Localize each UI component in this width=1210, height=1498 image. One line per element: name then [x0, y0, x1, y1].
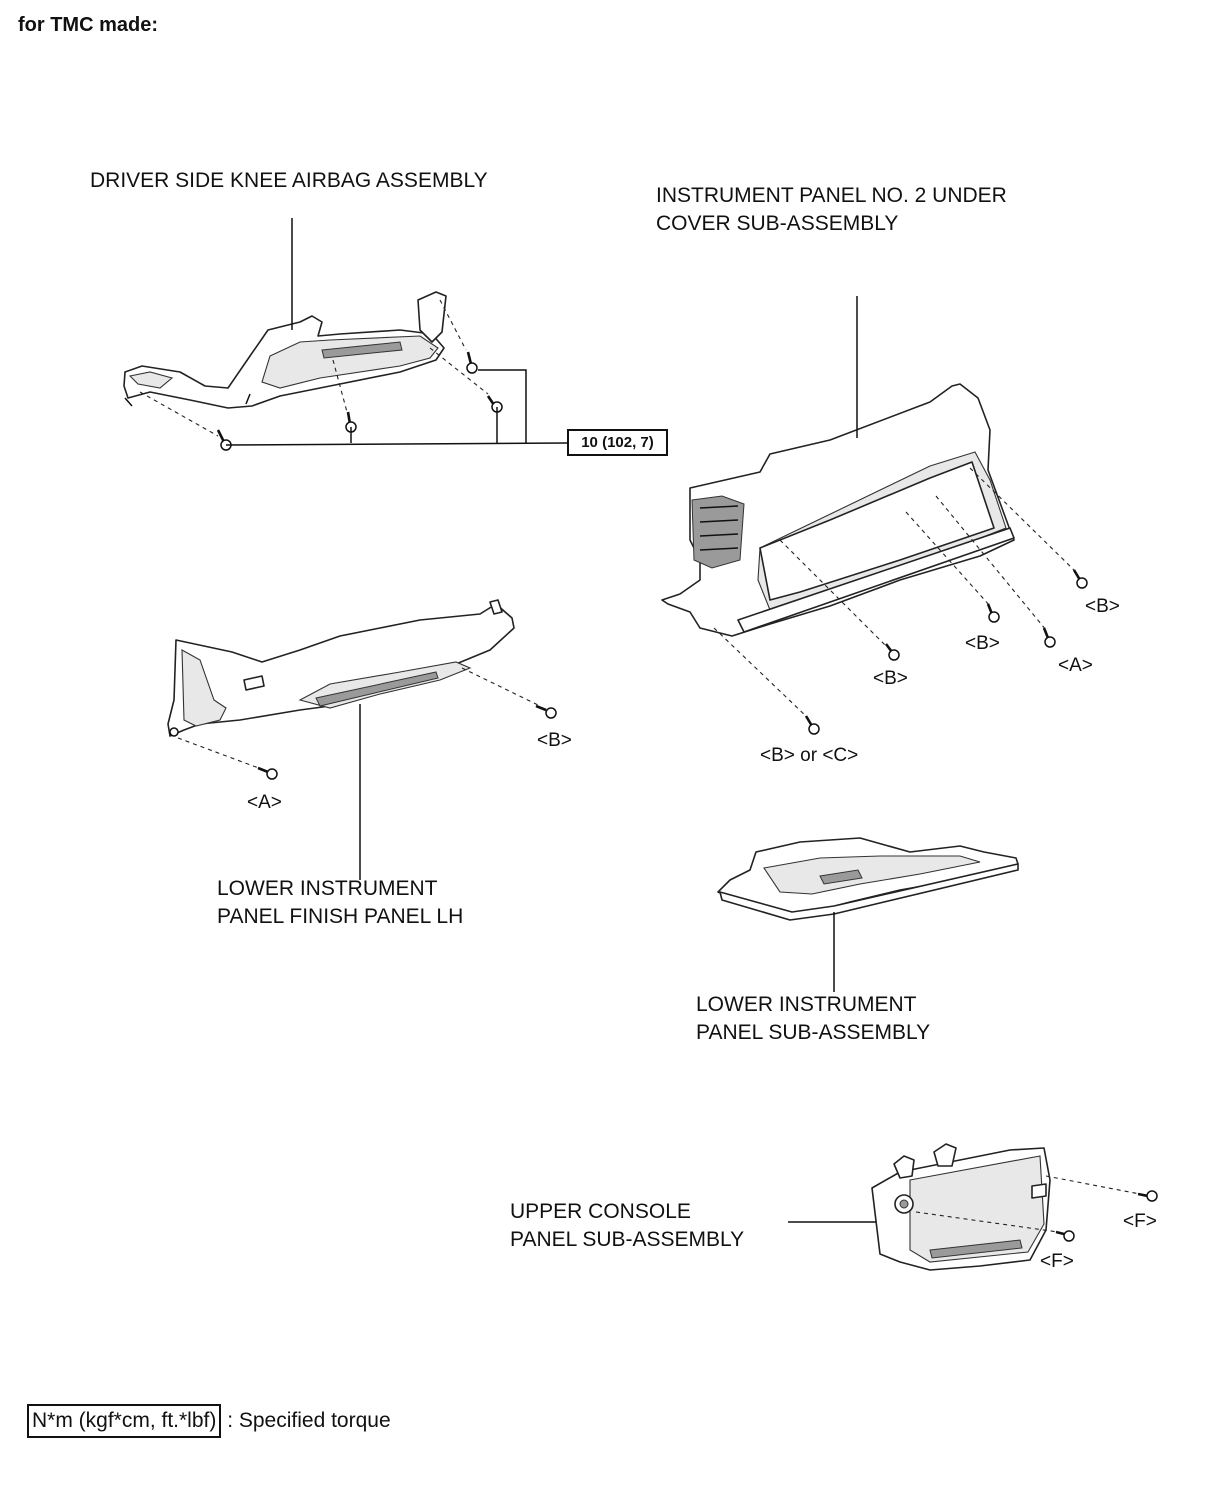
console-panel-part	[788, 1143, 1051, 1271]
label-finish-panel-line1: LOWER INSTRUMENT	[217, 877, 438, 900]
fastener-tag-a-left: <A>	[247, 792, 282, 813]
finish-panel-part	[167, 599, 515, 880]
torque-value-box: 10 (102, 7)	[567, 429, 668, 456]
lower-panel-part	[717, 837, 1019, 992]
fastener-tag-a-right: <A>	[1058, 655, 1093, 676]
legend-text: : Specified torque	[227, 1409, 391, 1432]
label-lower-panel-line2: PANEL SUB-ASSEMBLY	[696, 1021, 931, 1044]
fastener-tag-b-right-1: <B>	[1085, 596, 1120, 617]
fastener-tag-b-right-3: <B>	[873, 668, 908, 689]
label-under-cover-line2: COVER SUB-ASSEMBLY	[656, 212, 899, 235]
fastener-tag-f-2: <F>	[1040, 1251, 1074, 1272]
label-console-line2: PANEL SUB-ASSEMBLY	[510, 1228, 745, 1251]
finish-panel-bolts	[257, 704, 557, 780]
under-cover-bolts	[804, 569, 1088, 735]
under-cover-dashes	[713, 467, 1077, 719]
label-lower-panel-line1: LOWER INSTRUMENT	[696, 993, 917, 1016]
torque-legend: N*m (kgf*cm, ft.*lbf) : Specified torque	[27, 1404, 391, 1438]
fastener-tag-b-left: <B>	[537, 730, 572, 751]
finish-panel-dashes	[177, 667, 541, 771]
page-heading: for TMC made:	[18, 14, 158, 36]
label-under-cover-line1: INSTRUMENT PANEL NO. 2 UNDER	[656, 184, 1007, 207]
under-cover-part	[661, 296, 1015, 637]
knee-airbag-dashes	[139, 299, 489, 437]
label-console-line1: UPPER CONSOLE	[510, 1200, 691, 1223]
label-knee-airbag: DRIVER SIDE KNEE AIRBAG ASSEMBLY	[90, 169, 488, 192]
fastener-tag-f-1: <F>	[1123, 1211, 1157, 1232]
console-panel-bolts	[1055, 1190, 1158, 1242]
fastener-tag-b-or-c: <B> or <C>	[760, 745, 859, 766]
torque-leader-lines	[225, 218, 568, 446]
fastener-tag-b-right-2: <B>	[965, 633, 1000, 654]
label-finish-panel-line2: PANEL FINISH PANEL LH	[217, 905, 464, 928]
legend-unit-box: N*m (kgf*cm, ft.*lbf)	[27, 1404, 222, 1438]
knee-airbag-part	[123, 291, 447, 409]
